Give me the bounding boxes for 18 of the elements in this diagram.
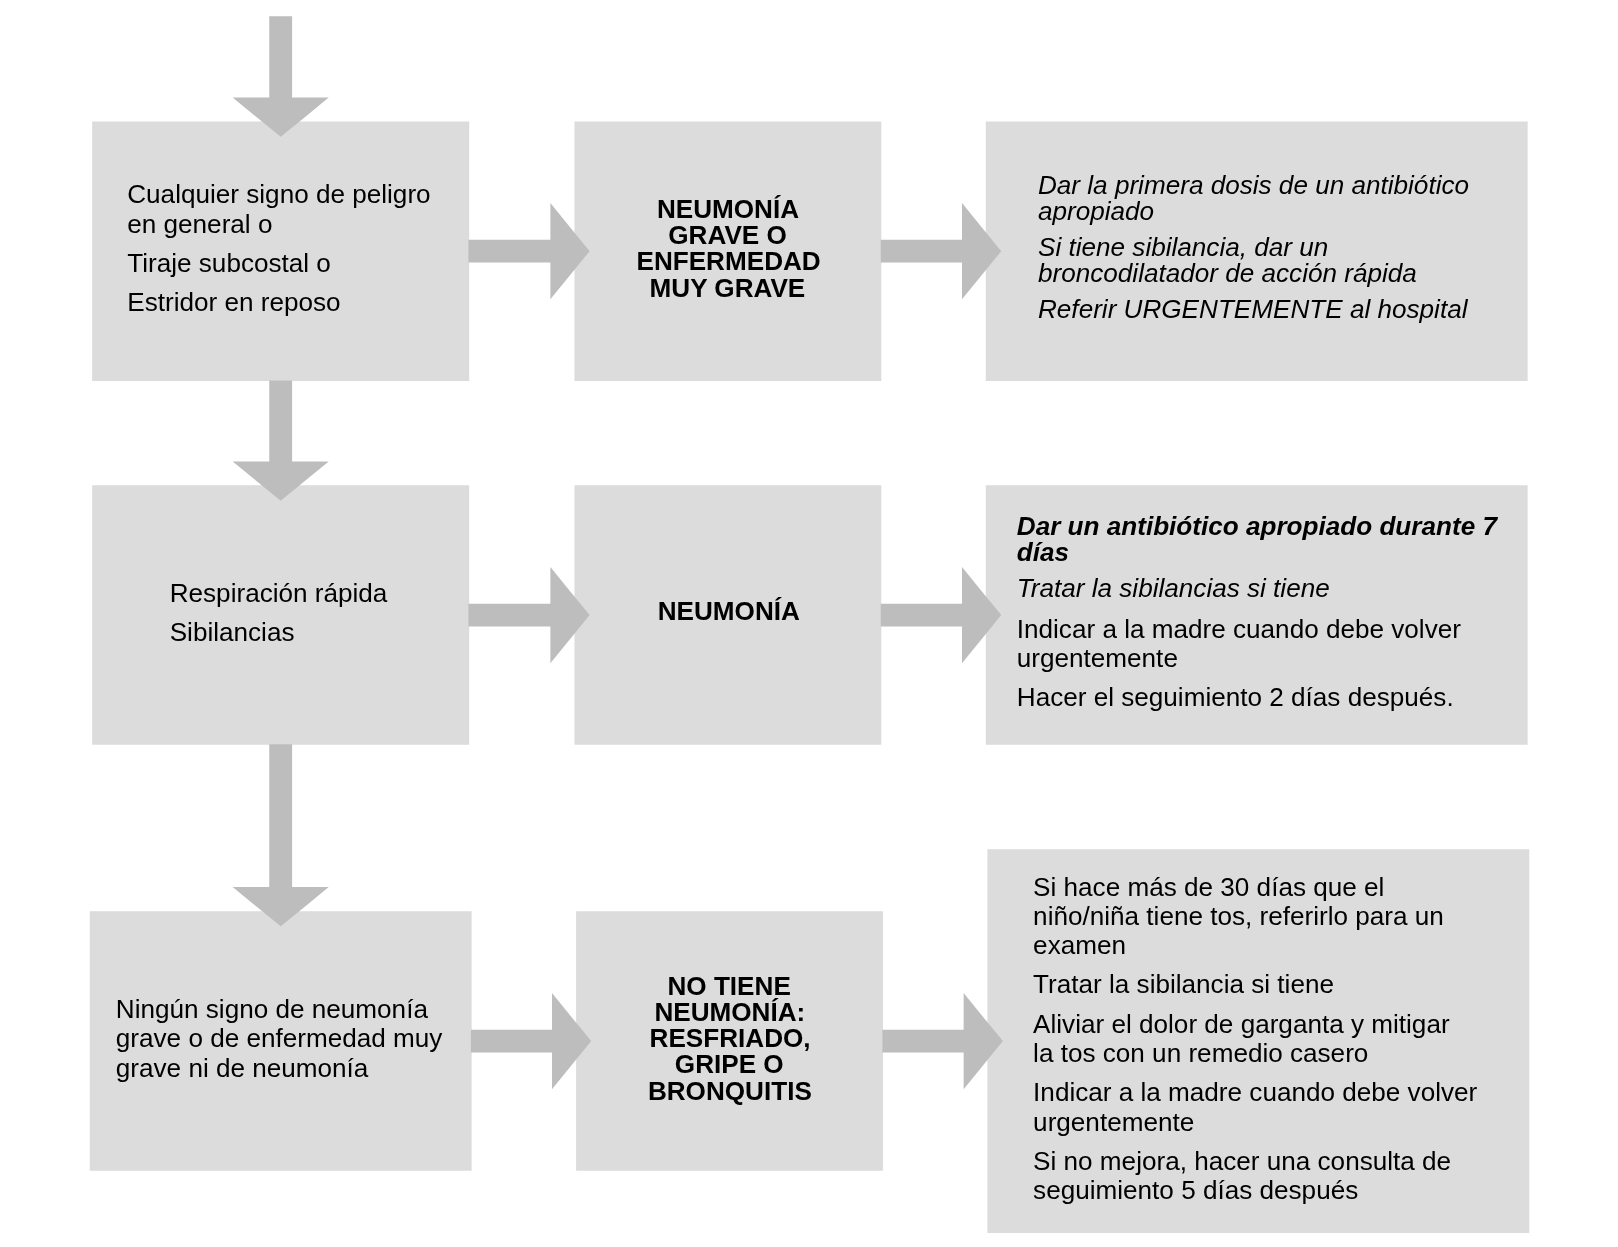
arrow <box>232 744 329 927</box>
arrow <box>467 203 590 300</box>
arrow <box>232 380 329 501</box>
node-box: Cualquier signo de peligro en general o Tiraje subcostal o Estridor en reposo <box>91 121 469 381</box>
node-box: NEUMONÍA GRAVE O ENFERMEDAD MUY GRAVE <box>573 121 881 381</box>
node-box: NEUMONÍA <box>573 485 881 745</box>
node-box: Respiración rápida Sibilancias <box>91 485 469 745</box>
arrow <box>881 993 1003 1090</box>
node-box: NO TIENE NEUMONÍA: RESFRIADO, GRIPE O BRONQUITIS <box>575 911 883 1171</box>
node-box: Dar un antibiótico apropiado durante 7 días Tratar la sibilancias si tiene Indicar a la madre cuando debe volver urgentemente Hacer el seguimiento 2 días después. <box>985 485 1528 745</box>
arrow <box>467 567 590 664</box>
arrow <box>470 993 591 1090</box>
node-box: Dar la primera dosis de un antibiótico apropiado Si tiene sibilancia, dar un broncodilatador de acción rápida Referir URGENTEMENTE al hospital <box>985 121 1528 381</box>
arrow <box>880 203 1001 300</box>
node-box: Si hace más de 30 días que el niño/niña tiene tos, referirlo para un examen Tratar la sibilancia si tiene Aliviar el dolor de garganta y mitigar la tos con un remedio casero Indicar a la madre cuando debe volver urgentemente Si no mejora, hacer una consulta de seguimiento 5 días después <box>986 849 1529 1233</box>
arrow <box>232 16 329 137</box>
node-box: Ningún signo de neumonía grave o de enfermedad muy grave ni de neumonía <box>89 911 472 1171</box>
arrow <box>880 567 1001 664</box>
